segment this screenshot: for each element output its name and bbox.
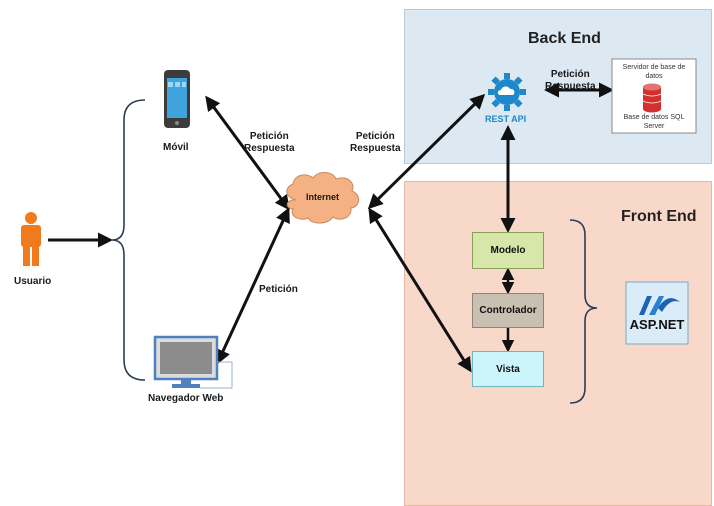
- arrow-movil-internet: [205, 95, 290, 211]
- edge-label-navegador-internet: Petición: [259, 284, 298, 295]
- db-name-label: Base de datos SQL Server: [623, 114, 685, 130]
- controlador-box: Controlador: [472, 293, 544, 328]
- right-brace: [569, 219, 598, 404]
- edge-label-line: Petición: [249, 131, 289, 142]
- monitor-icon: [153, 335, 233, 389]
- arrow-internet-api: [367, 93, 486, 210]
- edge-label-internet-backend: Petición Respuesta: [350, 131, 401, 155]
- edge-label-line: Petición: [355, 131, 395, 142]
- edge-label-line: Petición: [550, 69, 590, 80]
- navegador-label: Navegador Web: [148, 393, 224, 404]
- arrow-internet-vista: [368, 207, 472, 373]
- vista-box: Vista: [472, 351, 544, 387]
- aspnet-logo-icon: [639, 296, 680, 315]
- db-server-label: Servidor de base de datos: [622, 64, 686, 80]
- internet-label: Internet: [306, 192, 340, 202]
- front-end-title: Front End: [621, 208, 697, 225]
- database-icon: [642, 83, 662, 113]
- left-brace: [111, 99, 146, 381]
- back-end-title: Back End: [528, 30, 601, 47]
- edge-label-api-db: Petición Respuesta: [545, 69, 596, 93]
- aspnet-logo-box: [625, 281, 689, 345]
- movil-label: Móvil: [163, 142, 189, 153]
- user-icon: [21, 212, 41, 266]
- rest-api-label: REST API: [485, 114, 527, 124]
- usuario-label: Usuario: [14, 276, 52, 287]
- aspnet-logo-text: ASP.NET: [629, 317, 685, 332]
- edge-label-line: Respuesta: [545, 81, 596, 92]
- edge-label-movil-internet: Petición Respuesta: [244, 131, 295, 155]
- internet-cloud-icon: [286, 172, 360, 224]
- edge-label-line: Respuesta: [350, 143, 401, 154]
- rest-api-icon: [488, 73, 526, 111]
- edge-label-line: Respuesta: [244, 143, 295, 154]
- modelo-box: Modelo: [472, 232, 544, 269]
- arrow-navegador-internet: [216, 207, 290, 365]
- smartphone-icon: [164, 70, 190, 128]
